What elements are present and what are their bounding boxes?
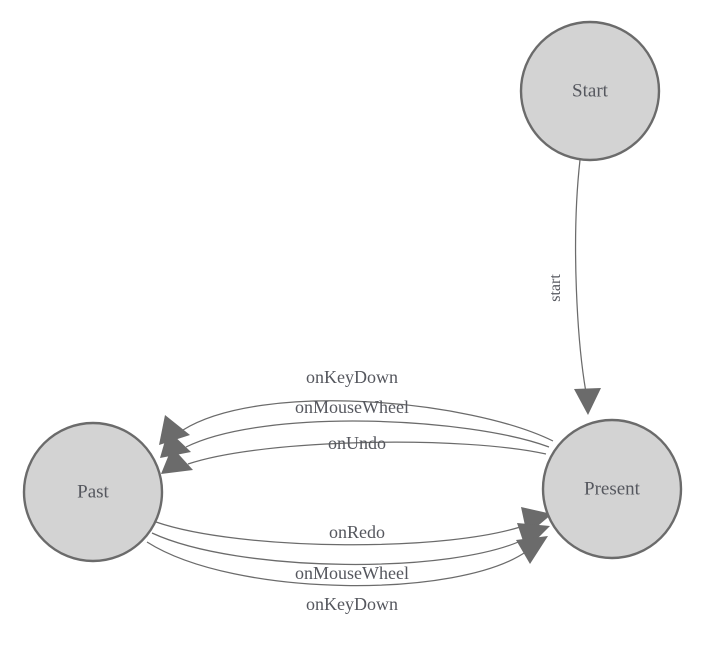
edge-past-to-present-onkeydown-arrowhead [516, 536, 548, 564]
node-present[interactable]: Present [541, 418, 683, 560]
edge-past-to-present-onmousewheel[interactable]: onMouseWheel [151, 523, 550, 583]
edge-present-to-past-onundo[interactable]: onUndo [161, 433, 547, 474]
node-past[interactable]: Past [22, 421, 164, 563]
edge-past-to-present-onmousewheel-path [151, 532, 528, 565]
edge-past-to-present-onredo-path [155, 521, 530, 546]
edge-start-to-present-path [574, 159, 588, 399]
edge-start-to-present-arrowhead [574, 388, 601, 415]
node-present-circle [541, 418, 683, 560]
node-present-label: Present [584, 478, 641, 499]
edge-label-start: start [547, 274, 564, 302]
node-past-circle [22, 421, 164, 563]
node-start-circle [519, 20, 661, 162]
edge-label-present-past-onundo: onUndo [328, 433, 386, 453]
edge-present-to-past-onkeydown-path [182, 400, 554, 442]
edge-label-present-past-onkeydown: onKeyDown [306, 367, 398, 387]
edge-past-to-present-onkeydown[interactable]: onKeyDown [146, 536, 548, 614]
edge-present-to-past-onundo-arrowhead [161, 447, 193, 474]
node-start[interactable]: Start [519, 20, 661, 162]
edge-past-to-present-onredo[interactable]: onRedo [155, 507, 552, 546]
edge-present-to-past-onmousewheel[interactable]: onMouseWheel [160, 397, 550, 458]
edge-label-past-present-onmousewheel: onMouseWheel [295, 563, 409, 583]
node-start-label: Start [572, 80, 609, 101]
edge-present-to-past-onundo-path [187, 441, 547, 465]
node-past-label: Past [77, 481, 109, 502]
edge-label-past-present-onredo: onRedo [329, 522, 385, 542]
edge-past-to-present-onkeydown-path [146, 541, 528, 587]
edge-start-to-present[interactable]: start [547, 159, 601, 415]
edge-present-to-past-onmousewheel-arrowhead [160, 430, 191, 458]
edge-present-to-past-onmousewheel-path [185, 420, 550, 448]
edge-label-past-present-onkeydown: onKeyDown [306, 594, 398, 614]
edge-label-present-past-onmousewheel: onMouseWheel [295, 397, 409, 417]
